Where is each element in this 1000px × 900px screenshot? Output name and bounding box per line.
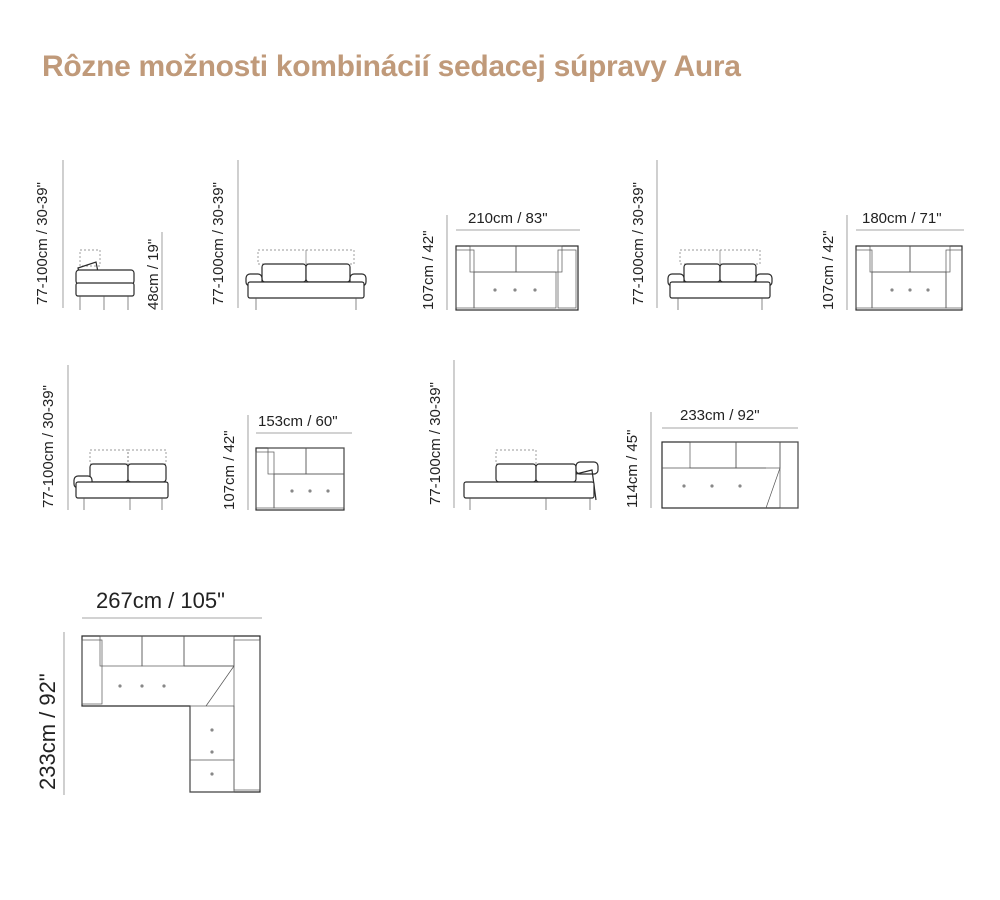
dim-label-depth-233: 233cm / 92"	[35, 673, 60, 790]
dim-label-depth-107-a: 107cm / 42"	[420, 230, 437, 310]
dim-label-backrest-5: 77-100cm / 30-39"	[427, 382, 444, 505]
dim-label-seat-height: 48cm / 19"	[145, 239, 162, 310]
dim-label-width-267: 267cm / 105"	[96, 588, 225, 613]
top-view-sofa-153: 153cm / 60" 107cm / 42"	[221, 413, 352, 511]
dim-label-width-210: 210cm / 83"	[468, 210, 548, 227]
dim-label-backrest-1: 77-100cm / 30-39"	[34, 182, 51, 305]
dim-label-width-180: 180cm / 71"	[862, 210, 942, 227]
dim-label-depth-107-b: 107cm / 42"	[820, 230, 837, 310]
front-view-one-arm-sofa: 77-100cm / 30-39"	[40, 365, 169, 510]
dim-label-backrest-2: 77-100cm / 30-39"	[210, 182, 227, 305]
dim-label-backrest-3: 77-100cm / 30-39"	[630, 182, 647, 305]
front-view-chaise-sofa: 77-100cm / 30-39"	[427, 360, 599, 510]
top-view-l-shape-267: 267cm / 105" 233cm / 92"	[35, 588, 262, 795]
dim-label-backrest-4: 77-100cm / 30-39"	[40, 385, 57, 508]
top-view-sofa-210: 210cm / 83" 107cm / 42"	[420, 210, 580, 311]
dim-label-width-153: 153cm / 60"	[258, 413, 338, 430]
page-title: Rôzne možnosti kombinácií sedacej súprav…	[42, 50, 741, 83]
top-view-sofa-180: 180cm / 71" 107cm / 42"	[820, 210, 964, 311]
dim-label-width-233: 233cm / 92"	[680, 407, 760, 424]
top-view-corner-233: 233cm / 92" 114cm / 45"	[624, 407, 799, 509]
dim-label-depth-114: 114cm / 45"	[624, 430, 641, 508]
front-view-sofa-180: 77-100cm / 30-39"	[630, 160, 773, 310]
front-view-sofa-210: 77-100cm / 30-39"	[210, 160, 367, 310]
side-view-sofa: 77-100cm / 30-39" 48cm / 19"	[34, 160, 163, 310]
dim-label-depth-107-c: 107cm / 42"	[221, 430, 238, 510]
